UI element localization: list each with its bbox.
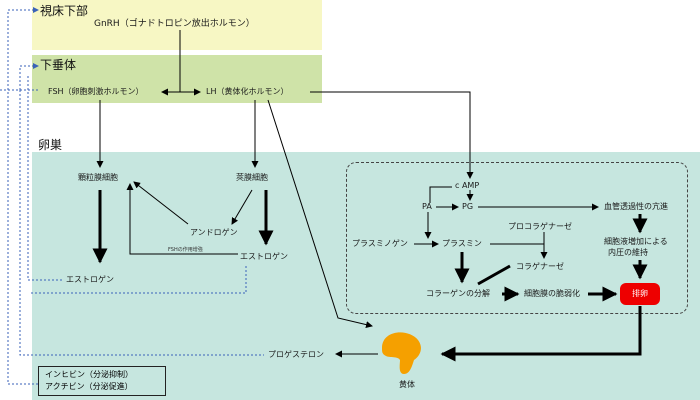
node-fsh-action: FSHの作用增強 [168, 247, 203, 253]
node-fragility: 細胞膜の脆弱化 [524, 289, 580, 298]
node-vascular: 血管透過性の亢進 [604, 202, 668, 211]
arrow-theca-androgen [231, 189, 253, 225]
node-collagenase: コラゲナーゼ [516, 262, 564, 271]
region-title-pituitary: 下垂体 [40, 58, 77, 72]
arrow-androgen-granulosa [133, 181, 189, 225]
node-activin: アクチビン（分泌促進） [45, 382, 133, 391]
node-estrogen-theca: エストロゲン [240, 252, 288, 261]
inhibin-activin-box: インヒビン（分泌抑制） アクチビン（分泌促進） [38, 366, 166, 396]
feedback-estrogen-theca [30, 266, 247, 294]
arrow-lh-camp [310, 91, 474, 179]
node-lh: LH（黄体化ホルモン） [206, 87, 289, 96]
node-theca: 莢膜細胞 [236, 173, 268, 182]
node-granulosa: 顆粒膜細胞 [78, 173, 118, 182]
node-estrogen-out: エストロゲン [66, 275, 114, 284]
ovulation-mechanism-box [346, 162, 688, 314]
ovary-region [32, 152, 700, 400]
hypothalamus-region [32, 0, 322, 50]
node-camp: c AMP [455, 181, 480, 190]
arrow-ovulation-corpus [440, 306, 642, 362]
node-pressure-line1: 細胞液増加による [604, 237, 668, 246]
feedback-estrogen-inner [27, 76, 64, 281]
feedback-inhibin-pituitary [19, 63, 39, 90]
node-procollagenase: プロコラゲナーゼ [508, 222, 572, 231]
region-title-ovary: 卵巣 [38, 138, 63, 152]
node-ovulation: 排卵 [620, 283, 660, 305]
corpus-luteum-shape [382, 332, 421, 374]
node-collagen: コラーゲンの分解 [426, 289, 490, 298]
node-fsh: FSH（卵胞刺激ホルモン） [48, 87, 144, 96]
node-pressure-line2: 内圧の維持 [608, 248, 648, 257]
feedback-estrogen-outer [19, 90, 264, 356]
feedback-inhibin-hypothalamus [7, 7, 39, 385]
line-collagenase-collagen [477, 264, 511, 286]
node-androgen: アンドロゲン [190, 228, 238, 237]
node-gnrh: GnRH（ゴナドトロピン放出ホルモン） [94, 19, 255, 29]
arrow-estrogen-fsh-action [126, 183, 238, 255]
region-title-hypothalamus: 視床下部 [40, 4, 89, 18]
node-pg: PG [462, 202, 474, 211]
line-camp-pa [429, 186, 452, 203]
pituitary-region [32, 55, 322, 103]
node-pa: PA [422, 202, 432, 211]
node-progesterone: プロゲステロン [268, 350, 324, 359]
arrow-plasmin-collagenase [490, 243, 548, 259]
node-corpus-luteum: 黄体 [399, 380, 415, 389]
node-plasminogen: プラスミノゲン [352, 239, 408, 248]
node-inhibin: インヒビン（分泌抑制） [45, 370, 133, 379]
arrow-lh-corpus [267, 99, 373, 329]
node-plasmin: プラスミン [442, 239, 482, 248]
